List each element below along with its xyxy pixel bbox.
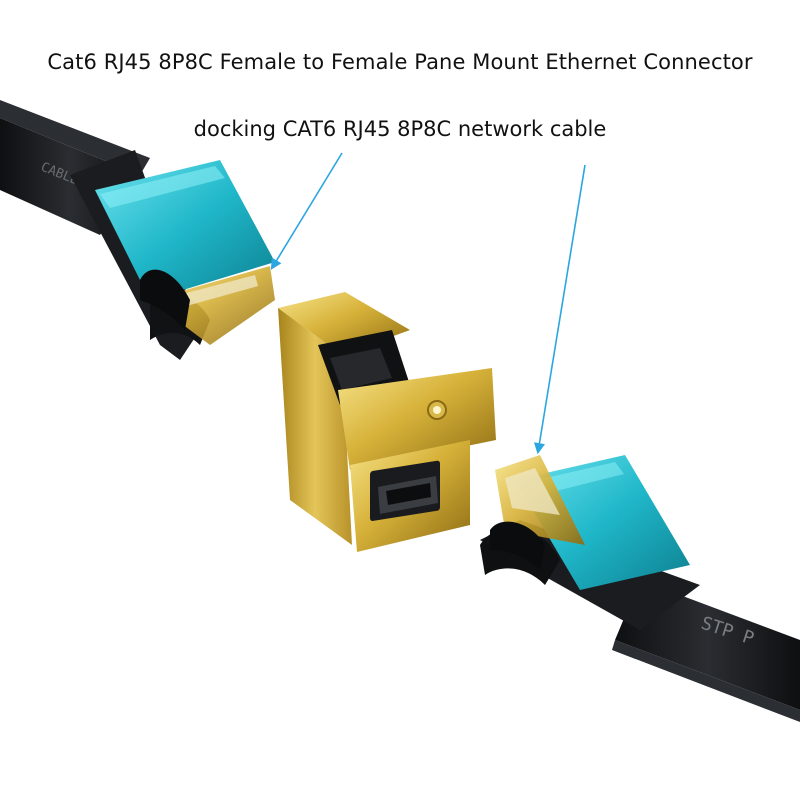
left-ethernet-cable: CABLE bbox=[0, 100, 275, 360]
title-caption: Cat6 RJ45 8P8C Female to Female Pane Mou… bbox=[47, 50, 753, 74]
left-pointer-arrow bbox=[270, 152, 343, 270]
right-pointer-arrow bbox=[533, 164, 586, 455]
subtitle-caption: docking CAT6 RJ45 8P8C network cable bbox=[193, 117, 607, 141]
right-ethernet-cable: STP P bbox=[480, 455, 800, 722]
panel-mount-coupler bbox=[278, 292, 496, 552]
front-rj45-jack bbox=[370, 460, 440, 521]
